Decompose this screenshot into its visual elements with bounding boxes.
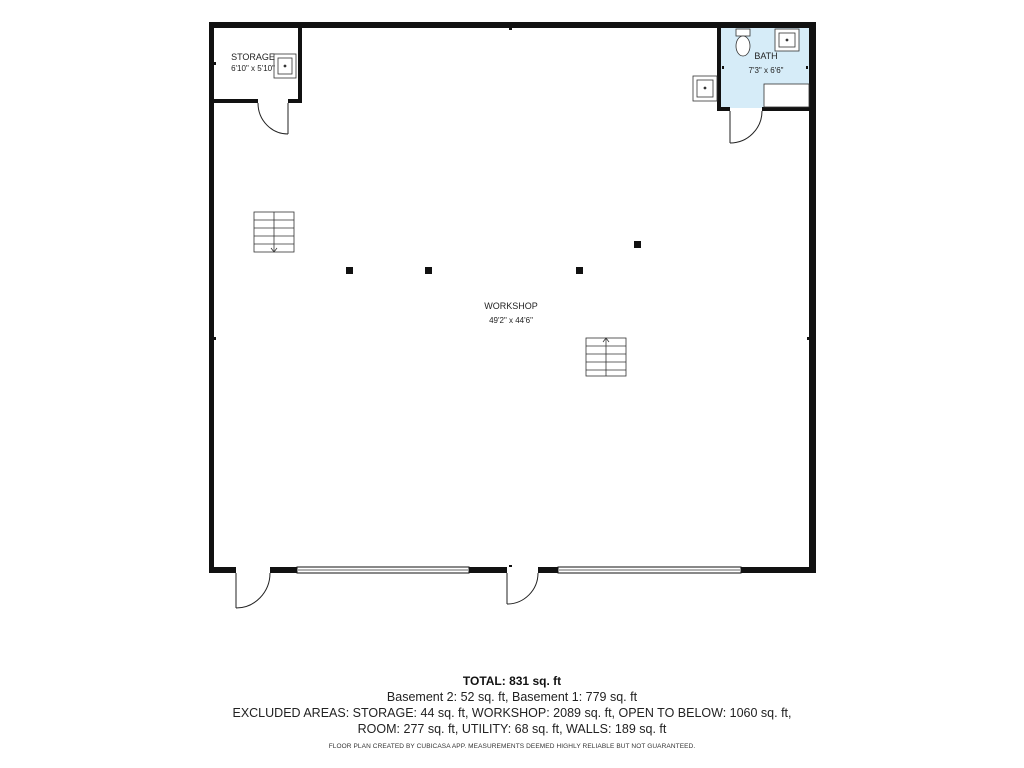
storage-sink-icon: [273, 53, 297, 79]
stairs-up: [585, 337, 627, 377]
doors: [235, 102, 763, 609]
workshop-dimensions: 49'2" x 44'6": [489, 316, 533, 325]
stairs-down: [253, 211, 295, 253]
disclaimer-credit: FLOOR PLAN CREATED BY CUBICASA APP. MEAS…: [328, 743, 696, 750]
area-line-1: Basement 2: 52 sq. ft, Basement 1: 779 s…: [386, 690, 638, 704]
total-area: TOTAL: 831 sq. ft: [462, 674, 562, 688]
bath-dimensions: 7'3" x 6'6": [749, 66, 784, 75]
wall-ticks: [214, 28, 809, 567]
area-line-2: EXCLUDED AREAS: STORAGE: 44 sq. ft, WORK…: [232, 706, 792, 720]
bottom-windows: [296, 566, 742, 574]
bath-toilet-icon: [735, 28, 751, 57]
workshop-sink-icon: [692, 75, 718, 102]
storage-dimensions: 6'10" x 5'10": [231, 64, 275, 73]
columns: [346, 241, 641, 274]
outer-walls: [209, 22, 816, 573]
bath-label: BATH: [754, 51, 777, 61]
storage-walls: [209, 27, 302, 103]
bath-counter: [763, 83, 810, 108]
area-line-3: ROOM: 277 sq. ft, UTILITY: 68 sq. ft, WA…: [357, 722, 667, 736]
workshop-label: WORKSHOP: [484, 301, 538, 311]
bath-walls: [717, 27, 816, 111]
storage-label: STORAGE: [231, 52, 275, 62]
bath-sink-icon: [774, 28, 800, 52]
